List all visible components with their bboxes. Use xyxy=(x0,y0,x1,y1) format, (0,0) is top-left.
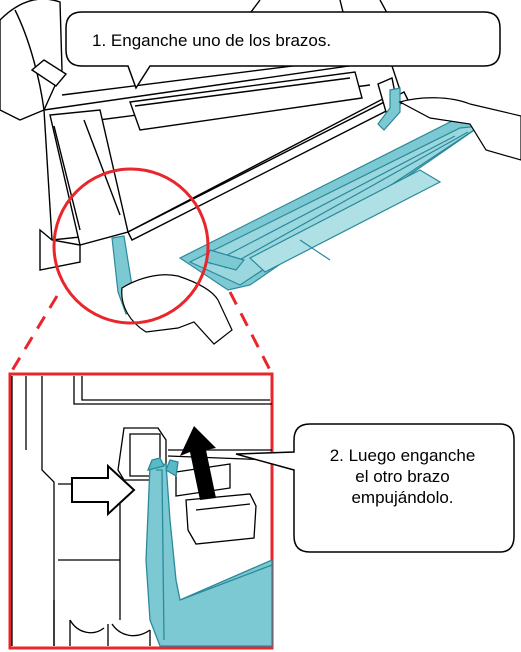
detail-view xyxy=(8,372,274,650)
push-arrow-icon xyxy=(71,463,136,517)
stacker-tray xyxy=(111,87,488,315)
highlight-circle xyxy=(52,167,210,325)
lift-arrow-icon xyxy=(180,426,216,500)
step-2-text: 2. Luego enganche el otro brazo empujánd… xyxy=(300,445,505,508)
zoom-connector-lines xyxy=(8,291,274,375)
step-1-text: 1. Enganche uno de los brazos. xyxy=(92,31,332,50)
step-2-line-3: empujándolo. xyxy=(351,488,454,507)
step-2-line-1: 2. Luego enganche xyxy=(329,446,476,465)
scanner-body xyxy=(0,0,409,271)
step-2-line-2: el otro brazo xyxy=(355,467,450,486)
callout-bubble-2 xyxy=(235,423,515,553)
callout-bubble-1 xyxy=(65,11,501,90)
